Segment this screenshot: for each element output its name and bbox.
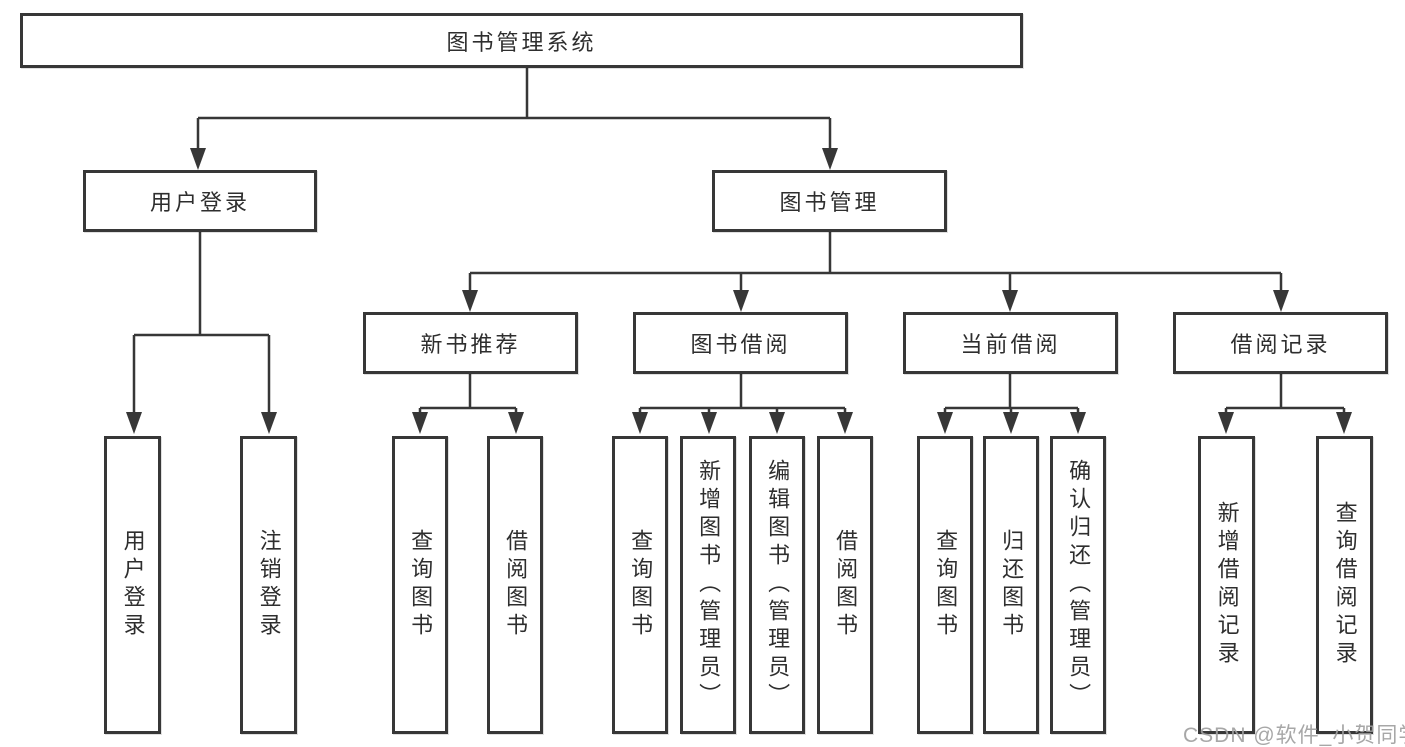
leaf-return-book-label: 归还图书 [999,529,1025,641]
leaf-confirm-return-admin-label: 确认归还（管理员） [1066,459,1092,711]
leaf-add-book-admin-label: 新增图书（管理员） [696,459,722,711]
node-new-book-recommend-label: 新书推荐 [420,332,521,357]
leaf-query-books-1-label: 查询图书 [408,529,434,641]
connector-bookmgmt-to-level3 [462,232,1289,312]
leaf-query-borrow-record-label: 查询借阅记录 [1332,501,1358,669]
node-root: 图书管理系统 [20,13,1023,68]
node-borrowing-records: 借阅记录 [1173,312,1388,374]
leaf-confirm-return-admin: 确认归还（管理员） [1050,436,1106,734]
leaf-add-borrow-record: 新增借阅记录 [1198,436,1255,734]
leaf-query-books-2-label: 查询图书 [628,529,654,641]
csdn-watermark: CSDN @软件_小贺同学 [1183,724,1405,747]
node-book-management: 图书管理 [712,170,947,232]
connector-bookborrow-to-leaves [632,374,853,434]
leaf-edit-book-admin: 编辑图书（管理员） [749,436,805,734]
leaf-borrow-books-2-label: 借阅图书 [833,529,859,641]
leaf-query-books-3-label: 查询图书 [933,529,959,641]
leaf-return-book: 归还图书 [983,436,1039,734]
node-book-borrowing: 图书借阅 [633,312,848,374]
node-book-borrowing-label: 图书借阅 [690,332,791,357]
leaf-borrow-books-1-label: 借阅图书 [503,529,529,641]
node-borrowing-records-label: 借阅记录 [1230,332,1331,357]
connector-borrowrecords-to-leaves [1218,374,1352,434]
leaf-borrow-books-2: 借阅图书 [817,436,873,734]
node-current-borrowing: 当前借阅 [903,312,1118,374]
node-user-login: 用户登录 [83,170,317,232]
connector-currentborrow-to-leaves [937,374,1086,434]
leaf-logout: 注销登录 [240,436,297,734]
leaf-query-books-3: 查询图书 [917,436,973,734]
connector-newbookrec-to-leaves [412,374,524,434]
leaf-add-borrow-record-label: 新增借阅记录 [1214,501,1240,669]
connector-root-to-level2 [190,68,838,170]
leaf-add-book-admin: 新增图书（管理员） [680,436,736,734]
leaf-edit-book-admin-label: 编辑图书（管理员） [765,459,791,711]
node-current-borrowing-label: 当前借阅 [960,332,1061,357]
node-book-management-label: 图书管理 [779,190,880,215]
leaf-user-login-label: 用户登录 [120,529,146,641]
connector-userlogin-to-leaves [126,232,277,434]
leaf-user-login: 用户登录 [104,436,161,734]
leaf-query-books-1: 查询图书 [392,436,448,734]
node-new-book-recommend: 新书推荐 [363,312,578,374]
leaf-query-books-2: 查询图书 [612,436,668,734]
leaf-query-borrow-record: 查询借阅记录 [1316,436,1373,734]
node-user-login-label: 用户登录 [149,190,250,215]
node-root-label: 图书管理系统 [446,29,597,55]
leaf-logout-label: 注销登录 [256,529,282,641]
leaf-borrow-books-1: 借阅图书 [487,436,543,734]
